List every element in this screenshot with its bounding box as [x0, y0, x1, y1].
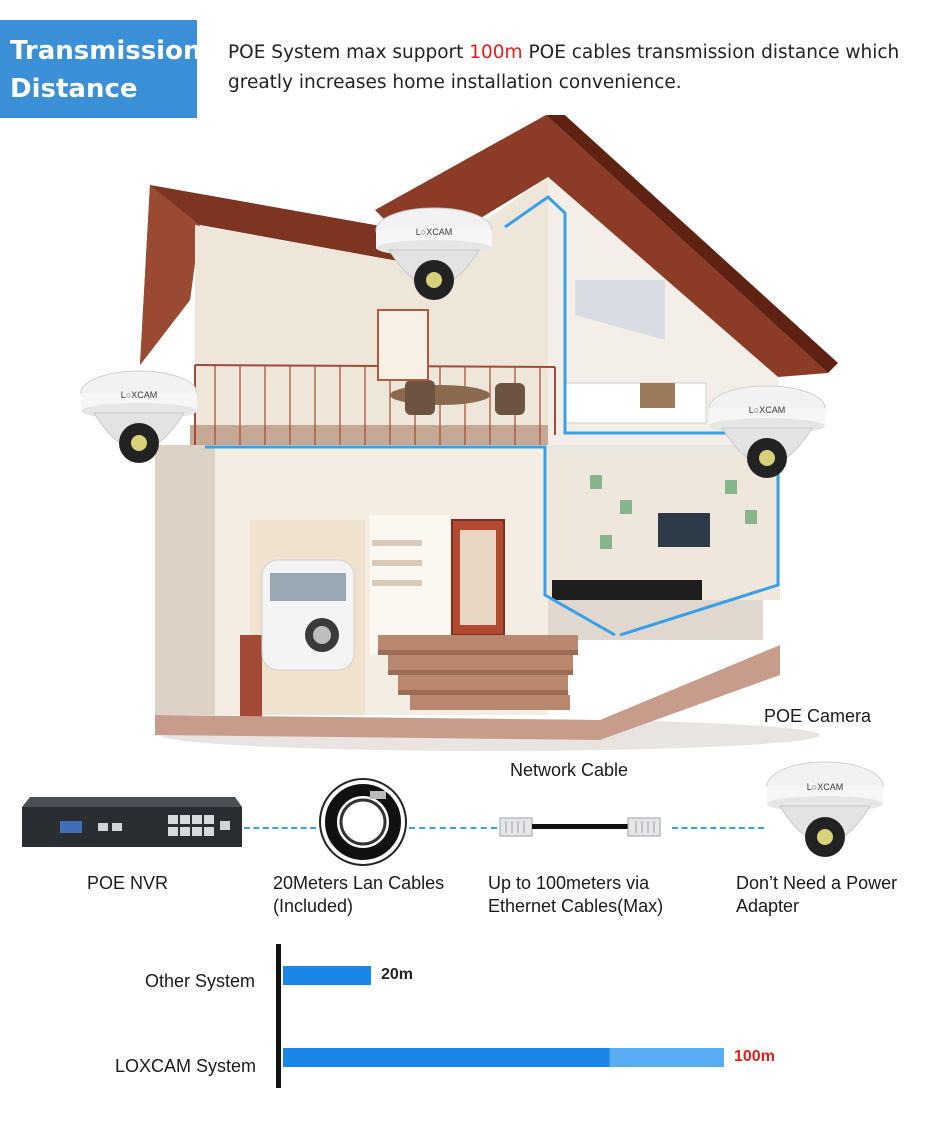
chart-axis	[276, 944, 281, 1088]
title-line-2: Distance	[10, 74, 138, 104]
svg-text:L○XCAM: L○XCAM	[416, 227, 452, 237]
chart-category-label-other: Other System	[144, 971, 255, 991]
lan-cable-coil-image	[319, 778, 407, 866]
connector-dash-2	[409, 827, 497, 829]
house-illustration	[140, 115, 838, 751]
chart-bar-loxcam-system	[283, 1048, 724, 1067]
network-cable-image	[499, 817, 661, 837]
svg-text:L○XCAM: L○XCAM	[807, 782, 843, 792]
caption-poe-nvr: POE NVR	[87, 873, 169, 893]
dome-camera-left: L○XCAM	[80, 370, 198, 463]
intro-highlight: 100m	[469, 42, 523, 63]
chart-category-label-loxcam: LOXCAM System	[114, 1056, 256, 1076]
svg-text:L○XCAM: L○XCAM	[749, 405, 785, 415]
title-banner	[0, 20, 197, 118]
svg-text:L○XCAM: L○XCAM	[121, 390, 157, 400]
connector-dash-3	[672, 827, 764, 829]
chart-value-label-loxcam: 100m	[734, 1048, 775, 1065]
network-cable-label: Network Cable	[510, 760, 629, 780]
chart-value-label-other: 20m	[381, 966, 414, 983]
intro-line-2: greatly increases home installation conv…	[228, 72, 682, 93]
poe-camera-label: POE Camera	[764, 706, 872, 726]
title-line-1: Transmission	[10, 36, 202, 66]
chart-bar-other-system	[283, 966, 371, 985]
intro-line-1: POE System max support 100m POE cables t…	[228, 42, 900, 63]
caption-lan-cables: 20Meters Lan Cables(Included)	[273, 873, 445, 916]
poe-nvr-image	[22, 797, 242, 847]
connector-dash-1	[244, 827, 316, 829]
dome-camera-right: L○XCAM	[708, 385, 826, 478]
dome-camera-top: L○XCAM	[375, 207, 493, 300]
poe-camera-image: L○XCAM	[766, 761, 884, 857]
